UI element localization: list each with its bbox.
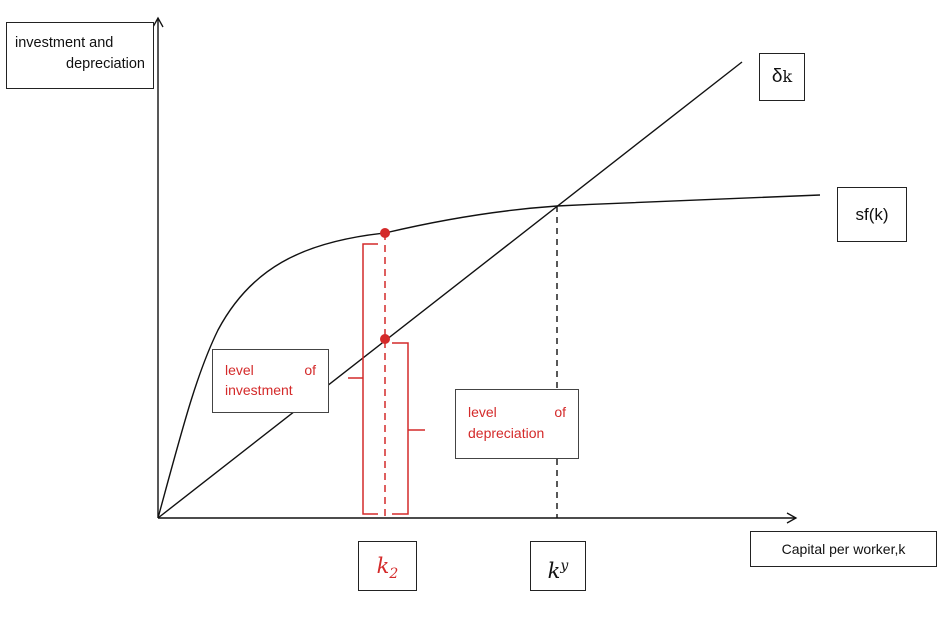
k2-subscript: 2	[389, 566, 399, 583]
investment-annotation-word2: of	[304, 362, 316, 378]
depreciation-annotation-word2: of	[554, 404, 566, 420]
depreciation-point	[380, 334, 390, 344]
investment-annotation-word3: investment	[225, 382, 293, 399]
depreciation-annotation-box: level of depreciation	[455, 389, 579, 459]
y-axis-label-line2: depreciation	[66, 56, 145, 73]
depreciation-annotation-word3: depreciation	[468, 425, 545, 441]
steady-state-k-label-box: ky	[530, 541, 586, 591]
investment-bracket	[348, 243, 378, 515]
depreciation-annotation-word1: level	[468, 404, 497, 420]
x-axis-label-box: Capital per worker,k	[750, 531, 937, 567]
investment-point	[380, 228, 390, 238]
k2-label-box: k2	[358, 541, 417, 591]
depreciation-line	[157, 61, 743, 519]
k2-base: k	[376, 554, 390, 578]
ky-base: k	[547, 559, 561, 583]
x-axis-label: Capital per worker,k	[781, 541, 906, 557]
ky-superscript: y	[560, 558, 569, 574]
investment-annotation-box: level of investment	[212, 349, 329, 413]
delta-k-var: k	[782, 67, 793, 86]
y-axis-label-line1: investment and	[15, 35, 114, 51]
investment-curve-label-box: sf(k)	[837, 187, 907, 242]
investment-annotation-word1: level	[225, 362, 254, 378]
investment-curve-label: sf(k)	[855, 205, 889, 224]
delta-symbol: δ	[771, 66, 783, 87]
depreciation-line-label-box: δk	[759, 53, 805, 101]
depreciation-bracket	[392, 342, 425, 515]
y-axis-label-box: investment and depreciation	[6, 22, 154, 89]
